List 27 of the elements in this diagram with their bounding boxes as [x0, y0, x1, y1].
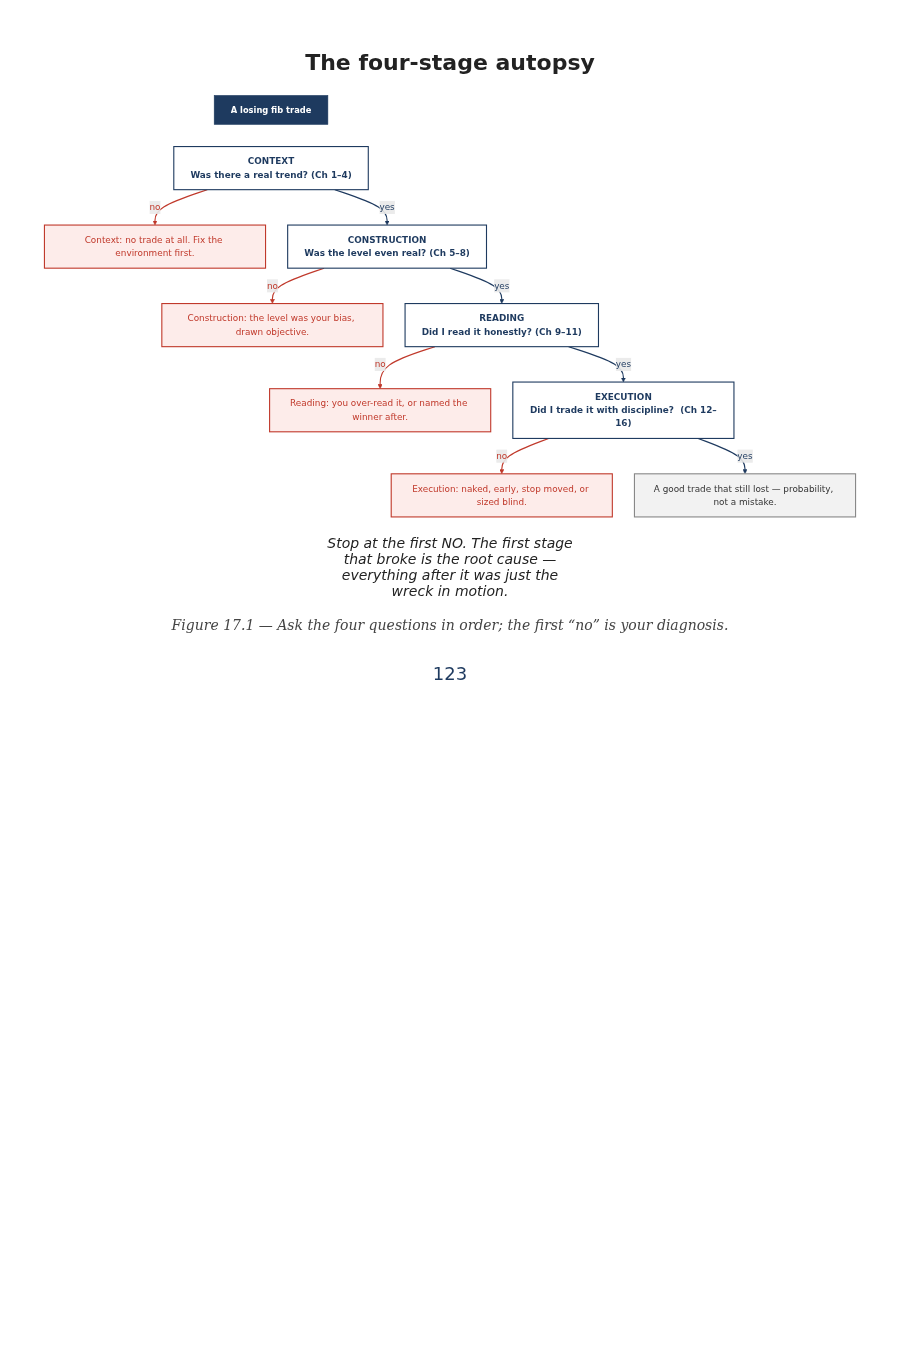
edge-label: no: [266, 280, 278, 291]
arrow: [568, 346, 626, 383]
edge-label: yes: [494, 280, 510, 291]
arrow: [152, 189, 208, 226]
arrow: [334, 189, 390, 226]
arrow: [377, 346, 436, 389]
node-box: CONTEXT Was there a real trend? (Ch 1–4): [173, 146, 369, 191]
edge-label: no: [374, 358, 386, 370]
diagram-title: The four-stage autopsy: [304, 50, 596, 75]
note-text: Stop at the first NO. The first stage that broke is the root cause — everything after it was just the wreck in motion.: [326, 535, 574, 600]
node-box: A losing fib trade: [213, 95, 329, 125]
node-box: EXECUTION Did I trade it with discipline? (Ch 12–16): [512, 381, 735, 439]
node-box: Reading: you over-read it, or named the winner after.: [269, 388, 492, 433]
edge-label: no: [149, 201, 161, 213]
edge-label: yes: [737, 450, 753, 462]
edge-label: yes: [379, 201, 395, 213]
page-number: 123: [431, 663, 469, 685]
edge-label: yes: [615, 358, 632, 370]
node-box: Execution: naked, early, stop moved, or sized blind.: [390, 473, 613, 518]
node-box: CONSTRUCTION Was the level even real? (Ch 5–8): [287, 224, 488, 269]
figure-caption: Figure 17.1 — Ask the four questions in order; the first “no” is your diagnosis.: [170, 617, 730, 634]
node-box: A good trade that still lost — probability, not a mistake.: [633, 473, 857, 518]
node-box: Construction: the level was your bias, drawn objective.: [161, 303, 384, 348]
node-box: READING Did I read it honestly? (Ch 9–11): [404, 303, 600, 348]
node-box: Context: no trade at all. Fix the environment first.: [43, 224, 267, 269]
arrow: [697, 437, 748, 475]
edge-label: no: [496, 450, 508, 462]
